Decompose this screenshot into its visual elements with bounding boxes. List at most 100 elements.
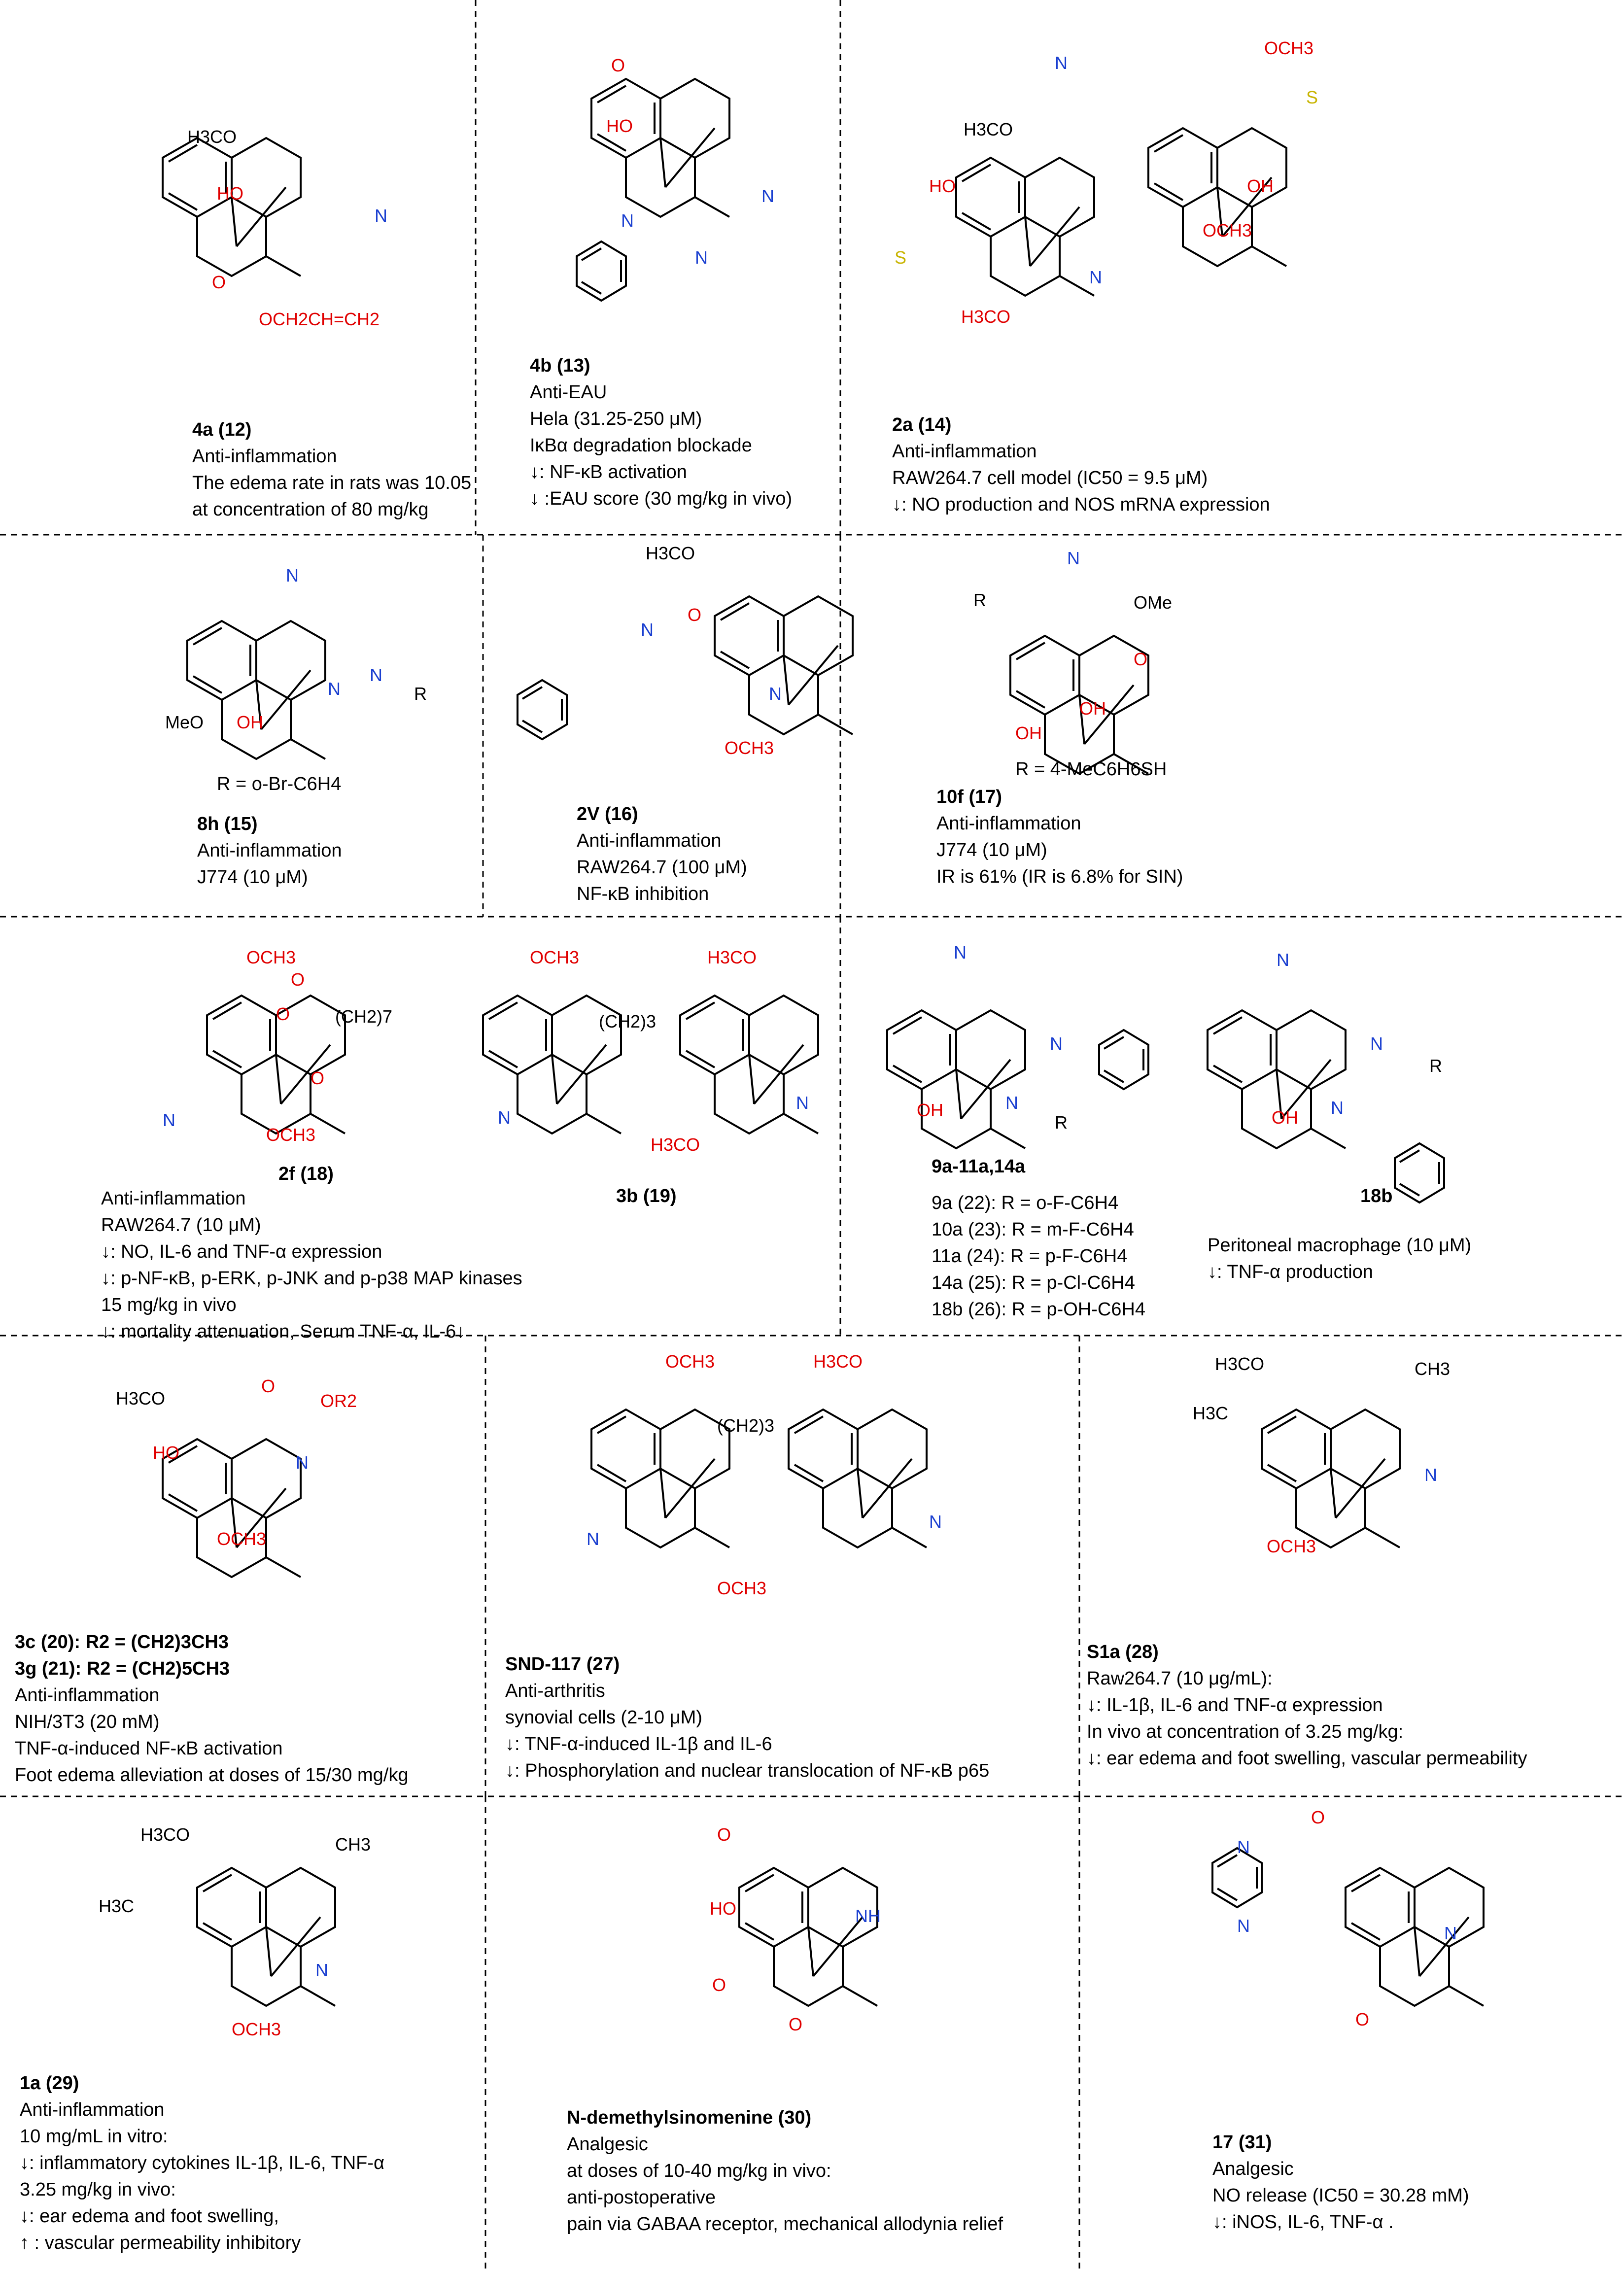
caption-line: TNF-α-induced NF-κB activation [15,1738,283,1759]
spacer [932,1180,1145,1190]
atom-o: O [712,1975,726,1995]
atom-allyl: OCH2CH=CH2 [259,309,380,329]
cell-3b-19: 3b (19) [616,1183,676,1209]
atom-n: N [587,1529,599,1549]
structure-n-demethylsinomenine: O HO NH O O [710,1824,881,2034]
caption-line: Analgesic [567,2134,648,2155]
atom-c3: (CH2)3 [717,1415,774,1436]
atom-o: O [717,1824,731,1845]
atom-o: O [611,55,625,75]
caption-line: 11a (24): R = p-F-C6H4 [932,1246,1128,1267]
atom-oh: OH [1272,1107,1298,1128]
compound-id: 1a (29) [20,2073,79,2094]
structure-4a: H3CO HO O N OCH2CH=CH2 [162,127,387,329]
caption-line: ↓: iNOS, IL-6, TNF-α . [1212,2212,1394,2233]
structure-17: N N O N O [1211,1807,1485,2029]
atom-n: N [375,206,387,226]
caption-line: ↓: p-NF-κB, p-ERK, p-JNK and p-p38 MAP k… [101,1268,522,1289]
structure-2f: OCH3 O O (CH2)7 O N OCH3 [163,947,392,1145]
atom-h3co: H3CO [964,119,1013,139]
atom-ho: HO [217,183,243,204]
compound-id-18b: 18b [1360,1183,1392,1209]
atom-ch3: CH3 [335,1834,371,1855]
atom-och3: OCH3 [717,1578,766,1598]
atom-oh: OH [1247,176,1274,196]
atom-o: O [789,2014,802,2034]
caption-line: ↓: NO, IL-6 and TNF-α expression [101,1241,382,1262]
atom-och3: OCH3 [246,947,296,967]
atom-n: N [1444,1923,1457,1943]
atom-n: N [1237,1837,1250,1857]
compound-id: 9a-11a,14a [932,1156,1026,1177]
atom-och3: OCH3 [266,1125,315,1145]
caption-line: In vivo at concentration of 3.25 mg/kg: [1087,1721,1404,1742]
caption-line: J774 (10 μM) [936,840,1047,860]
cell-2v-16: 2V (16) Anti-inflammation RAW264.7 (100 … [577,801,747,907]
atom-oh: OH [917,1100,943,1120]
atom-ho: HO [929,176,956,196]
caption-line: 3g (21): R2 = (CH2)5CH3 [15,1658,230,1679]
atom-o: O [1311,1807,1325,1827]
caption-line: ↓: IL-1β, IL-6 and TNF-α expression [1087,1695,1383,1716]
atom-h3co: H3CO [707,947,757,967]
caption-line: Anti-inflammation [15,1685,160,1706]
atom-och3: OCH3 [1203,220,1252,241]
compound-id: 10f (17) [936,787,1002,807]
compound-id-2f: 2f (18) [278,1161,334,1187]
atom-meo: MeO [165,712,204,732]
atom-r: R [1429,1056,1442,1076]
cell-snd-117: SND-117 (27) Anti-arthritis synovial cel… [505,1651,989,1784]
atom-h3co: H3CO [961,307,1010,327]
caption-line: Anti-inflammation [192,446,337,467]
atom-o: O [688,605,701,625]
compound-id: N-demethylsinomenine (30) [567,2107,812,2128]
caption-line: ↓: TNF-α-induced IL-1β and IL-6 [505,1734,772,1754]
atom-n: N [929,1512,942,1532]
caption-line: ↓: TNF-α production [1208,1262,1373,1282]
caption-line: 10a (23): R = m-F-C6H4 [932,1219,1134,1240]
atom-n: N [163,1110,175,1130]
atom-n: N [1089,267,1102,287]
caption-line: 10 mg/mL in vitro: [20,2126,168,2147]
atom-n: N [296,1452,309,1473]
atom-n: N [498,1107,511,1128]
atom-o: O [276,1004,290,1024]
atom-h3co: H3CO [1215,1354,1264,1374]
caption-line: Anti-inflammation [197,840,342,861]
caption-line: 15 mg/kg in vivo [101,1295,237,1315]
caption-line: 14a (25): R = p-Cl-C6H4 [932,1272,1135,1293]
structure-8h: N MeO OH N N R [165,565,427,760]
caption-line: RAW264.7 (10 μM) [101,1215,261,1236]
compound-id: 2a (14) [892,414,952,435]
caption-line: 3.25 mg/kg in vivo: [20,2179,176,2200]
atom-h3co: H3CO [187,127,237,147]
caption-line: RAW264.7 cell model (IC50 = 9.5 μM) [892,468,1208,488]
caption-line: ↓: inflammatory cytokines IL-1β, IL-6, T… [20,2153,384,2173]
cell-9a-26: 9a-11a,14a 9a (22): R = o-F-C6H4 10a (23… [932,1153,1145,1323]
caption-line: Raw264.7 (10 μg/mL): [1087,1668,1273,1689]
caption-line: Anti-inflammation [577,830,722,851]
caption-line: synovial cells (2-10 μM) [505,1707,702,1728]
compound-id: 2f (18) [278,1164,334,1184]
caption-line: ↓: ear edema and foot swelling, vascular… [1087,1748,1527,1769]
atom-n: N [286,565,299,585]
atom-n: N [1005,1093,1018,1113]
atom-h3co: H3CO [116,1388,165,1409]
compound-id: 2V (16) [577,804,638,825]
atom-n: N [761,186,774,206]
atom-s: S [1306,87,1318,107]
atom-n: N [954,942,967,963]
r-substituent-label: R = o-Br-C6H4 [217,774,342,794]
caption-line: 18b (26): R = p-OH-C6H4 [932,1299,1145,1320]
structure-3b: OCH3 H3CO (CH2)3 N N H3CO [482,947,819,1155]
atom-n: N [1050,1033,1063,1054]
atom-n: N [1424,1465,1437,1485]
atom-n: N [328,679,341,699]
atom-n: N [769,684,782,704]
atom-o: O [311,1068,324,1088]
caption-line: anti-postoperative [567,2187,716,2208]
atom-ome: OMe [1134,592,1172,613]
caption-line: IR is 61% (IR is 6.8% for SIN) [936,866,1183,887]
caption-line: Foot edema alleviation at doses of 15/30… [15,1765,409,1786]
compound-id: 8h (15) [197,814,258,834]
